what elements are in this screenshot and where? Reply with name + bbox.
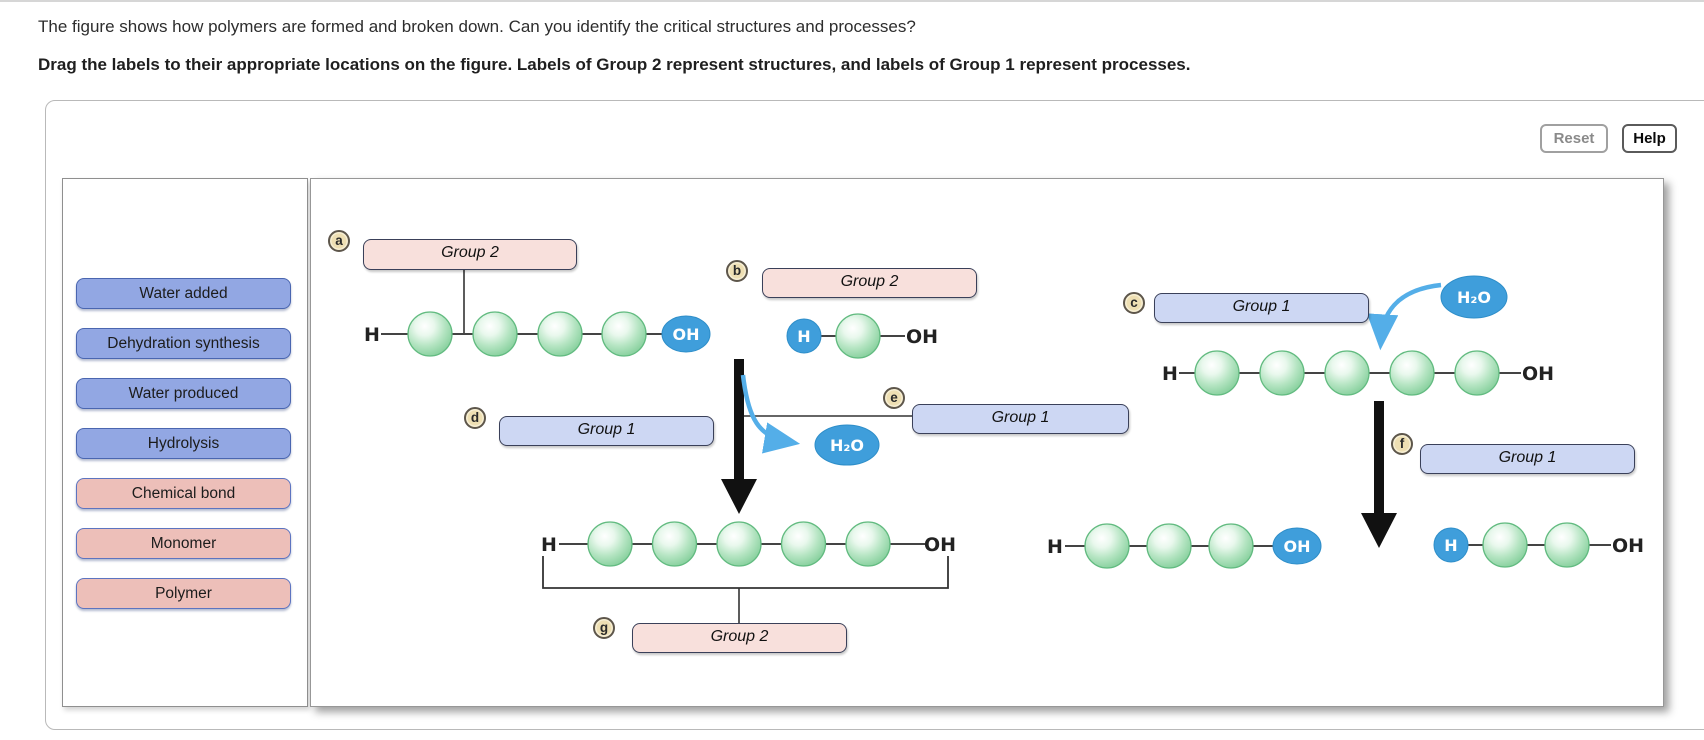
drop-target-f[interactable]: Group 1 <box>1420 444 1635 474</box>
monomer-sphere <box>1482 522 1528 568</box>
monomer-sphere <box>1146 523 1192 569</box>
label-chip-chemical-bond[interactable]: Chemical bond <box>76 478 291 509</box>
figure-panel: H OH H OH H OH <box>310 178 1664 707</box>
h-end-label: H <box>1162 363 1178 385</box>
drop-target-c[interactable]: Group 1 <box>1154 293 1369 323</box>
drop-target-b[interactable]: Group 2 <box>762 268 977 298</box>
oh-group-bubble <box>1272 527 1322 565</box>
monomer-sphere <box>1208 523 1254 569</box>
reset-button[interactable]: Reset <box>1540 124 1608 153</box>
monomer-sphere <box>1454 350 1500 396</box>
label-chip-monomer[interactable]: Monomer <box>76 528 291 559</box>
label-chip-polymer[interactable]: Polymer <box>76 578 291 609</box>
target-letter-badge-a: a <box>328 230 350 252</box>
polymer-diagram: H OH H OH H OH <box>364 270 1644 623</box>
h-end-label: H <box>541 534 557 556</box>
water-molecule-bubble <box>814 424 880 466</box>
drop-target-e[interactable]: Group 1 <box>912 404 1129 434</box>
oh-end-label: OH <box>924 534 956 556</box>
monomer-sphere <box>407 311 453 357</box>
monomer-sphere <box>1324 350 1370 396</box>
water-released-arrow <box>740 374 801 454</box>
reaction-arrow-down-middle <box>721 359 757 514</box>
water-label: H₂O <box>1457 288 1491 307</box>
reaction-arrow-down-right <box>1361 401 1397 548</box>
monomer-sphere <box>472 311 518 357</box>
label-chip-water-added[interactable]: Water added <box>76 278 291 309</box>
polymer-bracket <box>542 556 949 589</box>
h-label: H <box>1444 536 1457 555</box>
polymer-chain-bottom-right: H OH <box>1433 522 1644 568</box>
monomer-sphere <box>835 313 881 359</box>
h-label: H <box>797 327 810 346</box>
monomer-sphere <box>845 521 891 567</box>
water-molecule-bubble <box>1440 275 1508 319</box>
oh-label: OH <box>1284 537 1311 556</box>
monomer-sphere <box>1259 350 1305 396</box>
target-letter-badge-c: c <box>1123 292 1145 314</box>
target-letter-badge-e: e <box>883 387 905 409</box>
drop-target-g[interactable]: Group 2 <box>632 623 847 653</box>
monomer-sphere <box>587 521 633 567</box>
question-text: The figure shows how polymers are formed… <box>38 17 916 36</box>
polymer-chain-bottom-left: H OH <box>1047 523 1322 569</box>
label-chip-hydrolysis[interactable]: Hydrolysis <box>76 428 291 459</box>
monomer-sphere <box>1389 350 1435 396</box>
instruction-text: Drag the labels to their appropriate loc… <box>38 55 1191 74</box>
help-button[interactable]: Help <box>1622 124 1677 153</box>
drop-target-d[interactable]: Group 1 <box>499 416 714 446</box>
oh-end-label: OH <box>906 326 938 348</box>
monomer-sphere <box>716 521 762 567</box>
monomer-sphere <box>601 311 647 357</box>
oh-end-label: OH <box>1612 535 1644 557</box>
monomer-sphere <box>1544 522 1590 568</box>
monomer-sphere <box>780 521 827 567</box>
h-end-label: H <box>1047 536 1063 558</box>
monomer-sphere <box>1084 523 1130 569</box>
h-group-bubble <box>1433 527 1469 563</box>
monomer-sphere <box>537 311 583 357</box>
label-bank: Water added Dehydration synthesis Water … <box>62 178 308 707</box>
h-end-label: H <box>364 324 380 346</box>
monomer-single: H OH <box>786 313 938 359</box>
page-top-divider <box>0 0 1704 2</box>
label-chip-water-produced[interactable]: Water produced <box>76 378 291 409</box>
target-letter-badge-g: g <box>593 617 615 639</box>
oh-group-bubble <box>661 315 711 353</box>
polymer-chain-top-right: H OH <box>1162 350 1554 396</box>
label-chip-dehydration-synthesis[interactable]: Dehydration synthesis <box>76 328 291 359</box>
target-letter-badge-f: f <box>1391 433 1413 455</box>
target-letter-badge-b: b <box>726 260 748 282</box>
h-group-bubble <box>786 318 822 354</box>
oh-label: OH <box>673 325 700 344</box>
monomer-sphere <box>1194 350 1240 396</box>
polymer-chain-top-left: H OH <box>364 311 711 357</box>
monomer-sphere <box>651 521 698 567</box>
water-added-arrow <box>1366 282 1442 351</box>
oh-end-label: OH <box>1522 363 1554 385</box>
target-letter-badge-d: d <box>464 407 486 429</box>
water-label: H₂O <box>830 436 864 455</box>
drop-target-a[interactable]: Group 2 <box>363 239 577 270</box>
polymer-chain-bottom-middle: H OH <box>541 521 956 589</box>
